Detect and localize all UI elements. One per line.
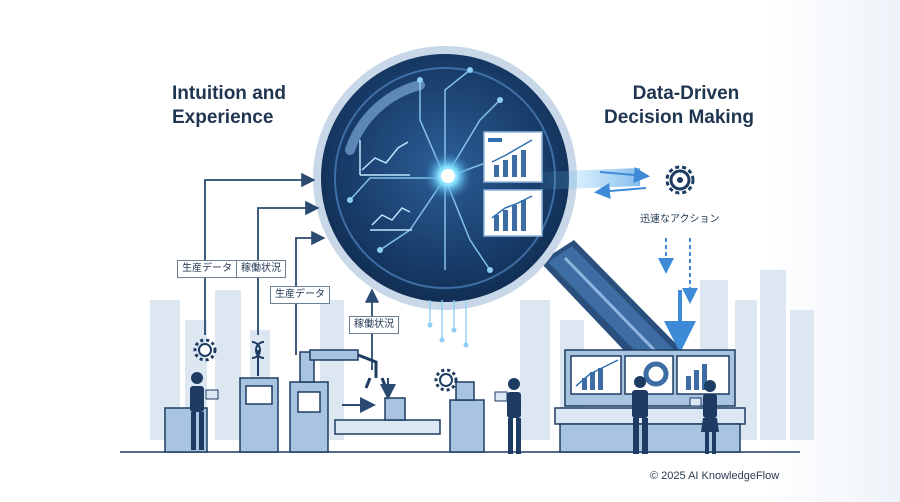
arrow-to-decision [599, 166, 650, 183]
left-heading-line-1: Intuition and [172, 83, 286, 104]
lens-line-chart-top [359, 140, 410, 176]
label-operation-status-1: 稼働状況 [236, 260, 286, 278]
right-heading: Data-Driven Decision Making [604, 82, 754, 130]
city-skyline [150, 270, 814, 440]
label-operation-status-2: 稼働状況 [349, 316, 399, 334]
decision-gear-icon [665, 165, 695, 195]
right-heading-line-1: Data-Driven [632, 83, 740, 104]
arrow-return [594, 183, 647, 199]
copyright-text: © 2025 AI KnowledgeFlow [650, 470, 780, 482]
control-room-line [575, 359, 619, 387]
person-right-1 [632, 376, 648, 454]
signal-icon [251, 341, 265, 376]
label-quick-action: 迅速なアクション [640, 214, 720, 225]
floor-gear-icon [434, 368, 458, 392]
magnifier-handle [540, 240, 688, 380]
lens-panel-bottom [483, 189, 543, 237]
person-left [190, 372, 219, 450]
lens-panel-top [483, 131, 543, 183]
lens-line-chart-bottom [370, 207, 412, 231]
label-production-data-2: 生産データ [270, 286, 330, 304]
ai-core [441, 169, 455, 183]
right-heading-line-2: Decision Making [604, 107, 754, 128]
circuit-nodes [347, 67, 503, 348]
left-heading: Intuition and Experience [172, 82, 286, 130]
control-room-charts [582, 361, 707, 390]
station-gear-icon [193, 338, 217, 362]
person-middle [494, 378, 521, 454]
person-right-2 [689, 380, 719, 454]
left-heading-line-2: Experience [172, 107, 274, 128]
label-production-data-1: 生産データ [177, 260, 237, 278]
robot-arm [357, 353, 388, 389]
